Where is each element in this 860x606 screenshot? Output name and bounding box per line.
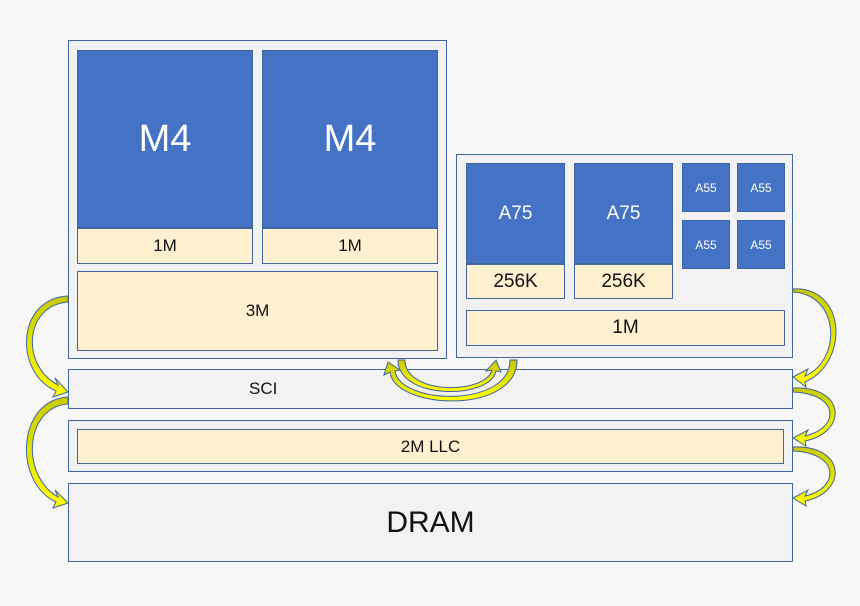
a75-core-1-l2-cache: 256K [466, 264, 565, 299]
a55-core-1-label: A55 [695, 180, 717, 195]
m4-core-1-cache-label: 1M [153, 236, 177, 255]
a75-core-1: A75 [466, 163, 565, 264]
arrow-left-sci-to-dram [26, 396, 69, 509]
arrow-left-cluster-to-sci [26, 295, 69, 398]
a55-core-1: A55 [682, 163, 730, 212]
little-cluster-cache-label: 1M [612, 317, 639, 338]
m4-core-1: M4 [77, 50, 253, 228]
llc-cache: 2M LLC [77, 429, 784, 464]
m4-core-2-label: M4 [323, 117, 377, 160]
llc-label: 2M LLC [400, 436, 461, 456]
m4-core-2-l2-cache: 1M [262, 228, 438, 264]
a75-core-2: A75 [574, 163, 673, 264]
a75-core-2-label: A75 [606, 202, 641, 224]
sci-label: SCI [249, 379, 278, 398]
little-cluster-shared-cache: 1M [466, 310, 785, 346]
m4-shared-l3-cache: 3M [77, 271, 438, 351]
m4-core-1-label: M4 [138, 117, 192, 160]
a55-core-3: A55 [682, 220, 730, 269]
a75-core-1-label: A75 [498, 202, 533, 224]
a55-core-3-label: A55 [695, 237, 717, 252]
a75-core-2-l2-cache: 256K [574, 264, 673, 299]
arrow-right-cluster-to-sci [792, 288, 837, 389]
m4-shared-cache-label: 3M [245, 301, 270, 320]
arrow-right-sci-to-llc [791, 387, 836, 448]
a75-core-2-cache-label: 256K [601, 270, 646, 292]
a75-core-1-cache-label: 256K [493, 270, 538, 292]
sci-interconnect: SCI [68, 369, 793, 409]
a55-core-4: A55 [737, 220, 785, 269]
m4-core-2: M4 [262, 50, 438, 228]
dram-label: DRAM [386, 505, 475, 539]
a55-core-2: A55 [737, 163, 785, 212]
a55-core-4-label: A55 [750, 237, 772, 252]
m4-core-2-cache-label: 1M [338, 236, 362, 255]
dram-block: DRAM [68, 483, 793, 562]
arrow-right-llc-to-dram [791, 446, 836, 508]
a55-core-2-label: A55 [750, 180, 772, 195]
m4-core-1-l2-cache: 1M [77, 228, 253, 264]
